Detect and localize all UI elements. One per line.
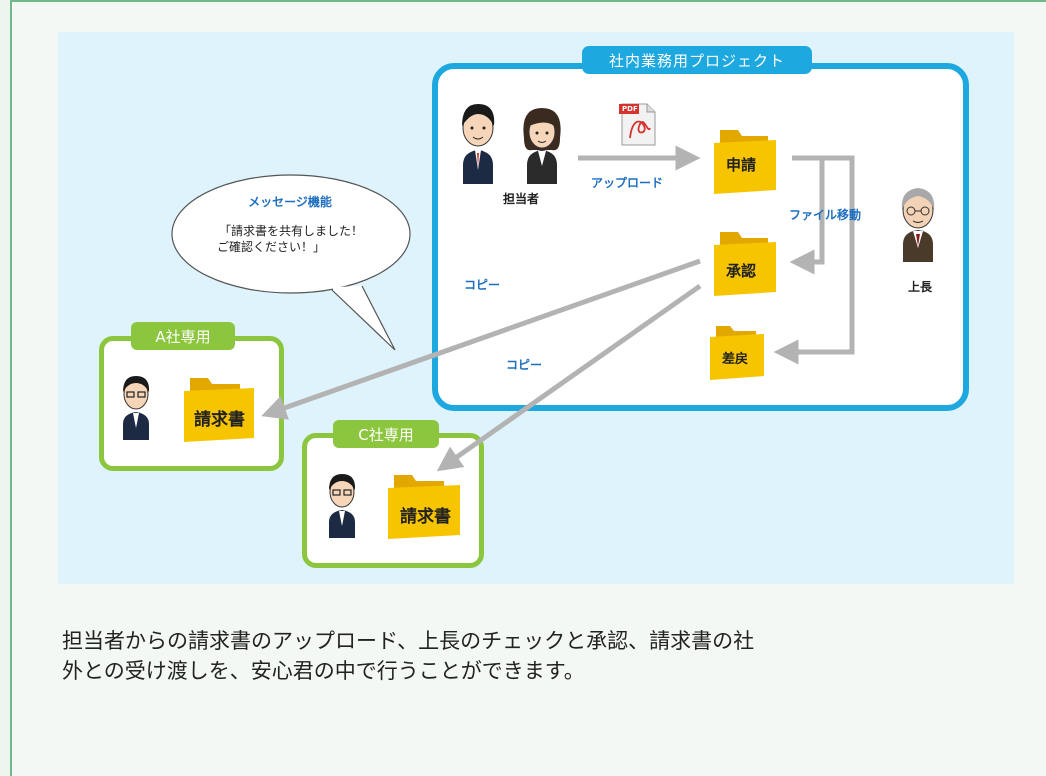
folder-invoice-c-label: 請求書 — [400, 507, 451, 527]
pdf-label: PDF — [622, 105, 638, 113]
message-title: メッセージ機能 — [248, 195, 332, 209]
upload-label: アップロード — [591, 176, 664, 190]
folder-invoice-a-label: 請求書 — [194, 410, 245, 430]
folder-invoice-c-icon — [388, 475, 460, 539]
folder-apply-label: 申請 — [726, 156, 757, 174]
staff-woman-icon — [523, 108, 561, 184]
message-line-1: 「請求書を共有しました！ — [218, 224, 363, 238]
caption-line-1: 担当者からの請求書のアップロード、上長のチェックと承認、請求書の社 — [62, 629, 755, 653]
boss-icon — [901, 188, 935, 262]
staff-man-icon — [462, 104, 495, 184]
pdf-icon — [619, 103, 656, 146]
company-c-title: C社専用 — [333, 420, 439, 448]
project-title: 社内業務用プロジェクト — [582, 46, 812, 74]
copy-label-1: コピー — [464, 278, 501, 292]
folder-apply-icon — [714, 130, 776, 194]
folder-reject-label: 差戻 — [722, 352, 749, 367]
folder-approve-icon — [714, 232, 776, 296]
boss-label: 上長 — [908, 280, 933, 294]
message-line-2: ご確認ください！」 — [216, 240, 325, 254]
speech-bubble — [171, 174, 411, 351]
staff-label: 担当者 — [503, 192, 540, 206]
caption: 担当者からの請求書のアップロード、上長のチェックと承認、請求書の社 外との受け渡… — [62, 626, 992, 686]
move-label: ファイル移動 — [789, 208, 862, 222]
move-arrow-reject — [773, 155, 855, 365]
company-a-person-icon — [123, 376, 150, 440]
company-a-title: A社専用 — [131, 322, 235, 350]
folder-invoice-a-icon — [184, 378, 254, 442]
caption-line-2: 外との受け渡しを、安心君の中で行うことができます。 — [62, 659, 585, 683]
folder-approve-label: 承認 — [726, 262, 757, 280]
copy-arrow-a — [261, 258, 701, 420]
copy-label-2: コピー — [506, 358, 543, 372]
copy-arrow-c — [436, 283, 702, 472]
company-c-person-icon — [329, 474, 356, 538]
folder-reject-icon — [710, 326, 764, 380]
